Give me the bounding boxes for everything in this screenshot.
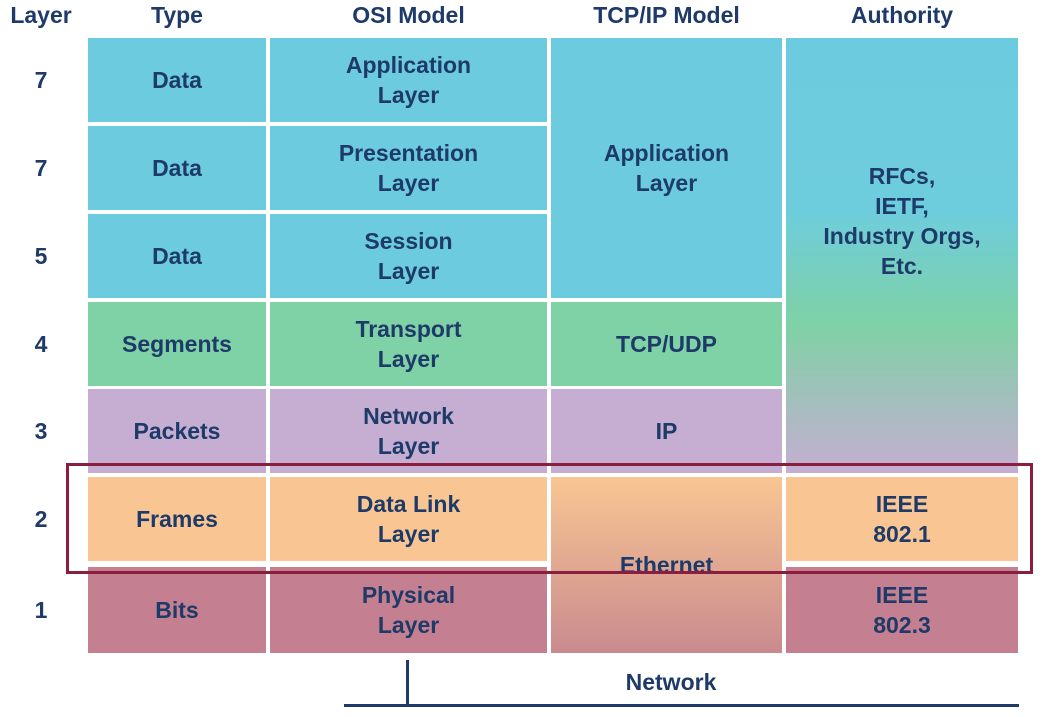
header-osi-model: OSI Model bbox=[352, 1, 465, 28]
network-label: Network bbox=[625, 669, 717, 695]
layer-number: 7 bbox=[34, 66, 48, 93]
osi-data-link-layer: Data Link Layer bbox=[270, 477, 547, 561]
header-type: Type bbox=[151, 1, 203, 28]
type-cell-data: Data bbox=[88, 214, 266, 298]
tcpip-internet-ip: IP bbox=[551, 389, 782, 473]
tcpip-application-layer: Application Layer bbox=[551, 38, 782, 298]
layer-number: 5 bbox=[34, 242, 48, 269]
layer-number: 4 bbox=[34, 330, 48, 357]
osi-session-layer: Session Layer bbox=[270, 214, 547, 298]
header-layer: Layer bbox=[10, 1, 72, 28]
layer-number: 2 bbox=[34, 505, 48, 532]
header-tcpip-model: TCP/IP Model bbox=[593, 1, 740, 28]
type-cell-frames: Frames bbox=[88, 477, 266, 561]
type-cell-packets: Packets bbox=[88, 389, 266, 473]
layer-number: 1 bbox=[34, 596, 48, 623]
network-bracket-line bbox=[344, 704, 1019, 707]
type-cell-data: Data bbox=[88, 126, 266, 210]
type-cell-segments: Segments bbox=[88, 302, 266, 386]
header-authority: Authority bbox=[850, 1, 954, 28]
authority-ieee-802-1: IEEE 802.1 bbox=[786, 477, 1018, 561]
osi-physical-layer: Physical Layer bbox=[270, 567, 547, 653]
authority-upper-label: RFCs, IETF, Industry Orgs, Etc. bbox=[823, 162, 981, 279]
authority-rfcs-ietf: RFCs, IETF, Industry Orgs, Etc. bbox=[786, 38, 1018, 473]
data-link-highlight-box bbox=[66, 463, 1033, 574]
tcpip-transport-tcp-udp: TCP/UDP bbox=[551, 302, 782, 386]
layer-number: 3 bbox=[34, 417, 48, 444]
network-bracket-tick bbox=[406, 660, 409, 707]
osi-application-layer: Application Layer bbox=[270, 38, 547, 122]
type-cell-data: Data bbox=[88, 38, 266, 122]
osi-network-layer: Network Layer bbox=[270, 389, 547, 473]
osi-presentation-layer: Presentation Layer bbox=[270, 126, 547, 210]
layer-number: 7 bbox=[34, 154, 48, 181]
authority-ieee-802-3: IEEE 802.3 bbox=[786, 567, 1018, 653]
type-cell-bits: Bits bbox=[88, 567, 266, 653]
osi-transport-layer: Transport Layer bbox=[270, 302, 547, 386]
